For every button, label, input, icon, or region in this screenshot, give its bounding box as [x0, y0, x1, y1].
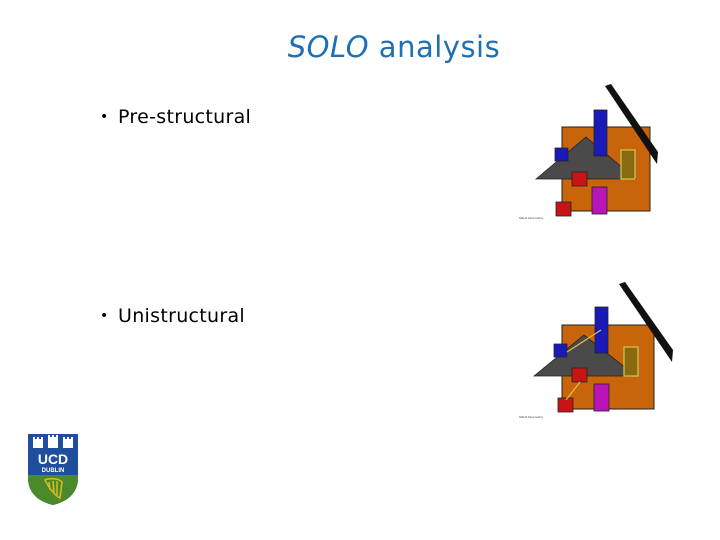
blue-tall-rect: [594, 306, 609, 354]
magenta-rect: [593, 383, 610, 412]
red-rect-bottom: [555, 201, 572, 217]
red-rect-bottom: [557, 397, 574, 413]
blue-small-rect: [553, 343, 568, 358]
bullet-item-unistructural: • Unistructural: [100, 305, 245, 327]
title-rest: analysis: [369, 30, 501, 64]
blue-small-rect: [554, 147, 569, 162]
connection-line: [566, 329, 602, 353]
olive-rect: [620, 149, 636, 180]
bullet-text: Pre-structural: [118, 106, 252, 128]
title-italic-word: SOLO: [287, 30, 370, 64]
connection-line-lower: [565, 381, 581, 401]
black-bar: [605, 84, 658, 164]
castle-icons: [33, 435, 73, 448]
olive-rect: [623, 346, 639, 377]
figure-caption: SOLO taxonomy: [519, 415, 543, 419]
red-rect-middle: [571, 171, 588, 187]
prestructural-diagram: SOLO taxonomy: [519, 84, 658, 220]
red-rect-middle: [571, 367, 588, 383]
bullet-dot-icon: •: [100, 308, 109, 324]
figure-caption: SOLO taxonomy: [519, 216, 543, 220]
bullet-item-prestructural: • Pre-structural: [100, 106, 251, 128]
black-bar: [619, 282, 673, 362]
bullet-dot-icon: •: [100, 109, 109, 125]
slide-title: SOLO analysis: [0, 30, 720, 64]
magenta-rect: [591, 186, 608, 215]
unistructural-diagram: SOLO taxonomy: [519, 282, 673, 419]
logo-ucd-text: UCD: [38, 451, 68, 467]
ucd-logo: UCD DUBLIN: [28, 434, 78, 505]
bullet-text: Unistructural: [118, 305, 246, 327]
harp-icon: [43, 477, 63, 500]
logo-dublin-text: DUBLIN: [42, 468, 65, 474]
blue-tall-rect: [593, 109, 608, 157]
